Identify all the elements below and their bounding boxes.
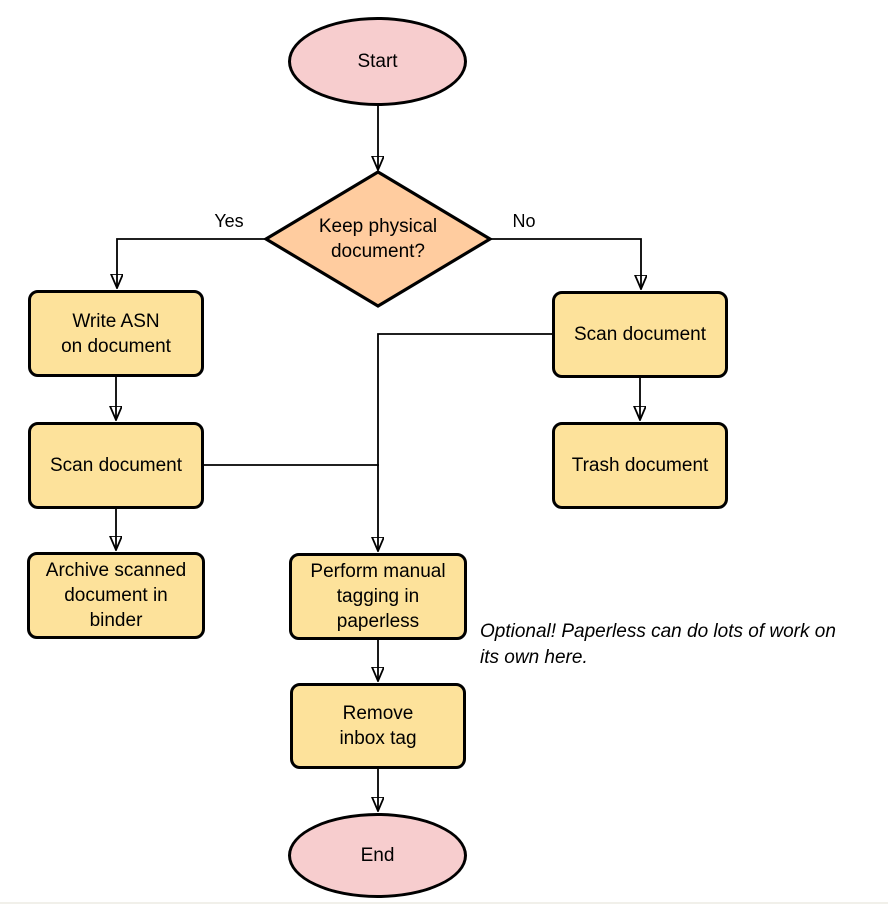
node-perform-tagging: Perform manual tagging in paperless	[289, 553, 467, 640]
bottom-divider	[0, 902, 888, 904]
node-remove-inbox-tag: Remove inbox tag	[290, 683, 466, 769]
node-perform-tagging-label: Perform manual tagging in paperless	[310, 561, 446, 632]
edge-decision-no-to-scan-right	[490, 238, 641, 288]
node-write-asn: Write ASN on document	[28, 290, 204, 377]
node-archive: Archive scanned document in binder	[27, 552, 205, 639]
node-decision: Keep physical document?	[266, 172, 490, 306]
node-scan-left: Scan document	[28, 422, 204, 509]
node-trash: Trash document	[552, 422, 728, 509]
optional-note: Optional! Paperless can do lots of work …	[480, 620, 836, 669]
node-start: Start	[288, 17, 467, 106]
node-decision-label: Keep physical document?	[318, 216, 438, 262]
node-end-label: End	[360, 845, 395, 866]
node-scan-left-label: Scan document	[49, 455, 183, 476]
node-scan-right: Scan document	[552, 291, 728, 378]
node-start-label: Start	[357, 51, 398, 72]
edge-label-yes: Yes	[203, 211, 255, 231]
node-end: End	[288, 813, 467, 898]
decision-diamond-shape	[262, 170, 494, 308]
node-archive-label: Archive scanned document in binder	[45, 560, 187, 631]
node-remove-inbox-tag-label: Remove inbox tag	[339, 703, 417, 749]
node-trash-label: Trash document	[571, 455, 709, 476]
edge-scan-right-to-perform	[378, 333, 552, 550]
edge-label-no: No	[499, 211, 549, 231]
node-scan-right-label: Scan document	[573, 324, 707, 345]
edge-decision-yes-to-write-asn	[117, 238, 266, 287]
node-write-asn-label: Write ASN on document	[61, 310, 171, 357]
